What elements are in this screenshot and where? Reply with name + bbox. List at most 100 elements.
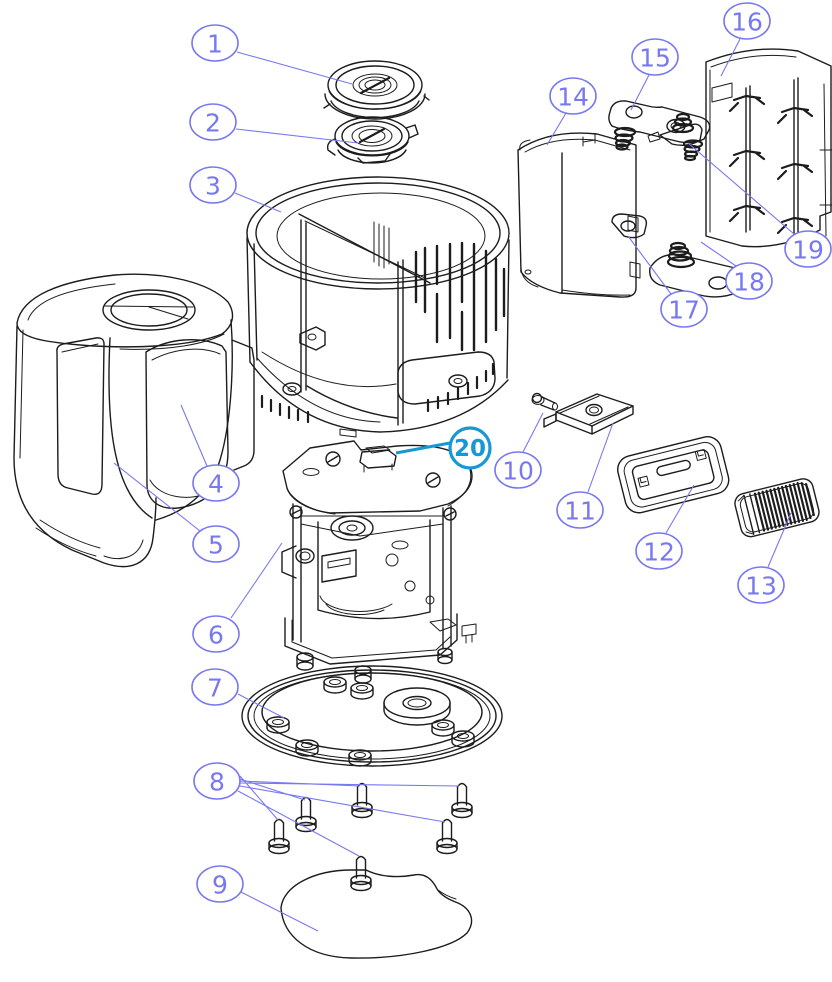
callout-number-19: 19 — [792, 236, 824, 265]
screw — [268, 818, 290, 855]
callout-bubble-20 — [448, 426, 492, 470]
part-17-contact-plate — [611, 213, 648, 239]
leader-line-20 — [395, 441, 451, 455]
callout-9: 9 — [196, 865, 319, 932]
part-19-spring-contact — [647, 112, 703, 147]
part-2-lock-knob — [326, 116, 419, 164]
leader-line-19 — [687, 142, 795, 235]
callout-number-7: 7 — [207, 674, 223, 703]
part-6-internal-assembly — [281, 440, 477, 684]
callout-4: 4 — [180, 404, 240, 502]
leader-line-18 — [700, 241, 737, 267]
callout-number-8: 8 — [209, 768, 225, 797]
callout-number-12: 12 — [643, 538, 675, 567]
leader-line-5 — [113, 462, 201, 532]
part-14-battery-door — [517, 132, 641, 298]
leader-line-14 — [546, 112, 567, 146]
callout-number-3: 3 — [205, 172, 221, 201]
callout-bubble-2 — [189, 103, 237, 141]
part-9-bottom-cover — [280, 869, 473, 959]
part-13-ribbed-pad — [734, 478, 820, 538]
leader-line-15 — [630, 74, 650, 111]
screw — [295, 796, 317, 833]
part-11-latch-plate — [543, 393, 634, 435]
leader-line-8 — [239, 778, 306, 801]
callout-number-11: 11 — [564, 497, 596, 526]
callout-number-6: 6 — [208, 621, 224, 650]
part-8-screws — [268, 782, 473, 855]
callout-12: 12 — [635, 484, 695, 570]
callout-bubble-10 — [494, 451, 542, 489]
part-1-top-cap — [323, 60, 430, 120]
callout-15: 15 — [630, 38, 679, 111]
leader-line-6 — [230, 542, 283, 619]
part-12-window-bezel — [617, 436, 730, 514]
callout-5: 5 — [113, 462, 240, 563]
part-16-contact-panel — [705, 48, 832, 248]
callout-8: 8 — [193, 762, 460, 857]
leader-line-10 — [522, 412, 544, 453]
screw — [436, 818, 458, 855]
leader-line-3 — [234, 192, 282, 213]
callout-bubble-6 — [192, 615, 240, 653]
callout-number-4: 4 — [208, 470, 224, 499]
leader-line-11 — [587, 422, 614, 493]
callout-3: 3 — [189, 166, 282, 213]
part-3-main-housing — [246, 176, 510, 438]
callout-13: 13 — [737, 512, 792, 604]
callout-18: 18 — [700, 241, 773, 300]
leader-line-8 — [239, 785, 446, 823]
leader-line-9 — [240, 891, 319, 932]
callout-bubble-14 — [549, 77, 597, 115]
callout-bubble-9 — [196, 865, 244, 903]
callout-bubble-15 — [631, 38, 679, 76]
callout-number-2: 2 — [205, 109, 221, 138]
callout-number-9: 9 — [212, 871, 228, 900]
screw — [351, 782, 373, 819]
callout-number-20: 20 — [454, 436, 486, 462]
leader-line-7 — [237, 693, 285, 719]
leader-line-1 — [236, 51, 353, 85]
callout-bubble-4 — [192, 464, 240, 502]
part-15-contact-strip — [608, 100, 711, 162]
callout-number-14: 14 — [557, 83, 589, 112]
callout-number-10: 10 — [502, 457, 534, 486]
callout-bubble-12 — [635, 532, 683, 570]
part-5-front-shell — [13, 273, 234, 568]
callout-number-16: 16 — [731, 8, 763, 37]
callout-number-15: 15 — [639, 44, 671, 73]
callout-17: 17 — [627, 235, 708, 328]
callout-11: 11 — [556, 422, 614, 529]
callout-bubble-1 — [191, 24, 239, 62]
callout-bubble-8 — [193, 762, 241, 800]
part-20-top-plate — [282, 440, 473, 515]
leader-line-8 — [239, 782, 460, 787]
callout-1: 1 — [191, 24, 353, 85]
callout-bubble-7 — [191, 668, 239, 706]
leader-line-4 — [180, 404, 208, 467]
callout-2: 2 — [189, 103, 359, 144]
callout-20: 20 — [395, 426, 492, 470]
callout-6: 6 — [192, 542, 283, 653]
leader-line-17 — [627, 235, 672, 295]
callout-bubble-17 — [660, 290, 708, 328]
callout-bubble-16 — [723, 2, 771, 40]
callout-number-18: 18 — [733, 268, 765, 297]
callout-number-5: 5 — [208, 531, 224, 560]
callout-number-13: 13 — [745, 572, 777, 601]
callout-number-1: 1 — [207, 30, 223, 59]
callout-bubble-3 — [189, 166, 237, 204]
callout-bubble-13 — [737, 566, 785, 604]
leader-line-8 — [237, 790, 360, 857]
callout-16: 16 — [720, 2, 771, 77]
callout-bubble-18 — [725, 262, 773, 300]
leader-line-16 — [720, 38, 741, 77]
callout-bubble-11 — [556, 491, 604, 529]
leader-line-12 — [665, 484, 695, 534]
callout-number-17: 17 — [668, 296, 700, 325]
callout-10: 10 — [494, 412, 544, 489]
screw — [451, 782, 473, 819]
callout-bubble-19 — [784, 230, 832, 268]
